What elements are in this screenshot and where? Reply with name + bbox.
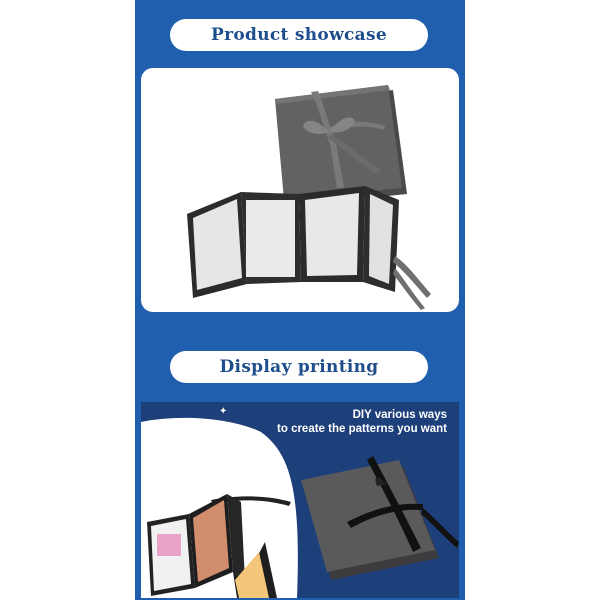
- banner-tagline: DIY various ways to create the patterns …: [277, 408, 447, 436]
- sparkle-icon: ✦: [219, 406, 228, 417]
- printed-album: [147, 494, 291, 598]
- banner-line-2: to create the patterns you want: [277, 423, 447, 435]
- section-title-text: Display printing: [219, 357, 379, 377]
- printing-banner: ✦ DIY various ways to create the pattern…: [141, 402, 459, 598]
- open-album: [187, 186, 431, 310]
- closed-album: [275, 85, 407, 206]
- banner-line-1: DIY various ways: [352, 409, 447, 421]
- section-title-printing: Display printing: [170, 351, 428, 383]
- product-panel: Product showcase: [135, 0, 465, 600]
- showcase-illustration: [187, 85, 431, 310]
- section-title-showcase: Product showcase: [170, 19, 428, 51]
- banner-illustration: [141, 417, 459, 598]
- banner-closed-album: [301, 456, 459, 580]
- showcase-image-card: [141, 68, 459, 312]
- section-title-text: Product showcase: [211, 25, 387, 45]
